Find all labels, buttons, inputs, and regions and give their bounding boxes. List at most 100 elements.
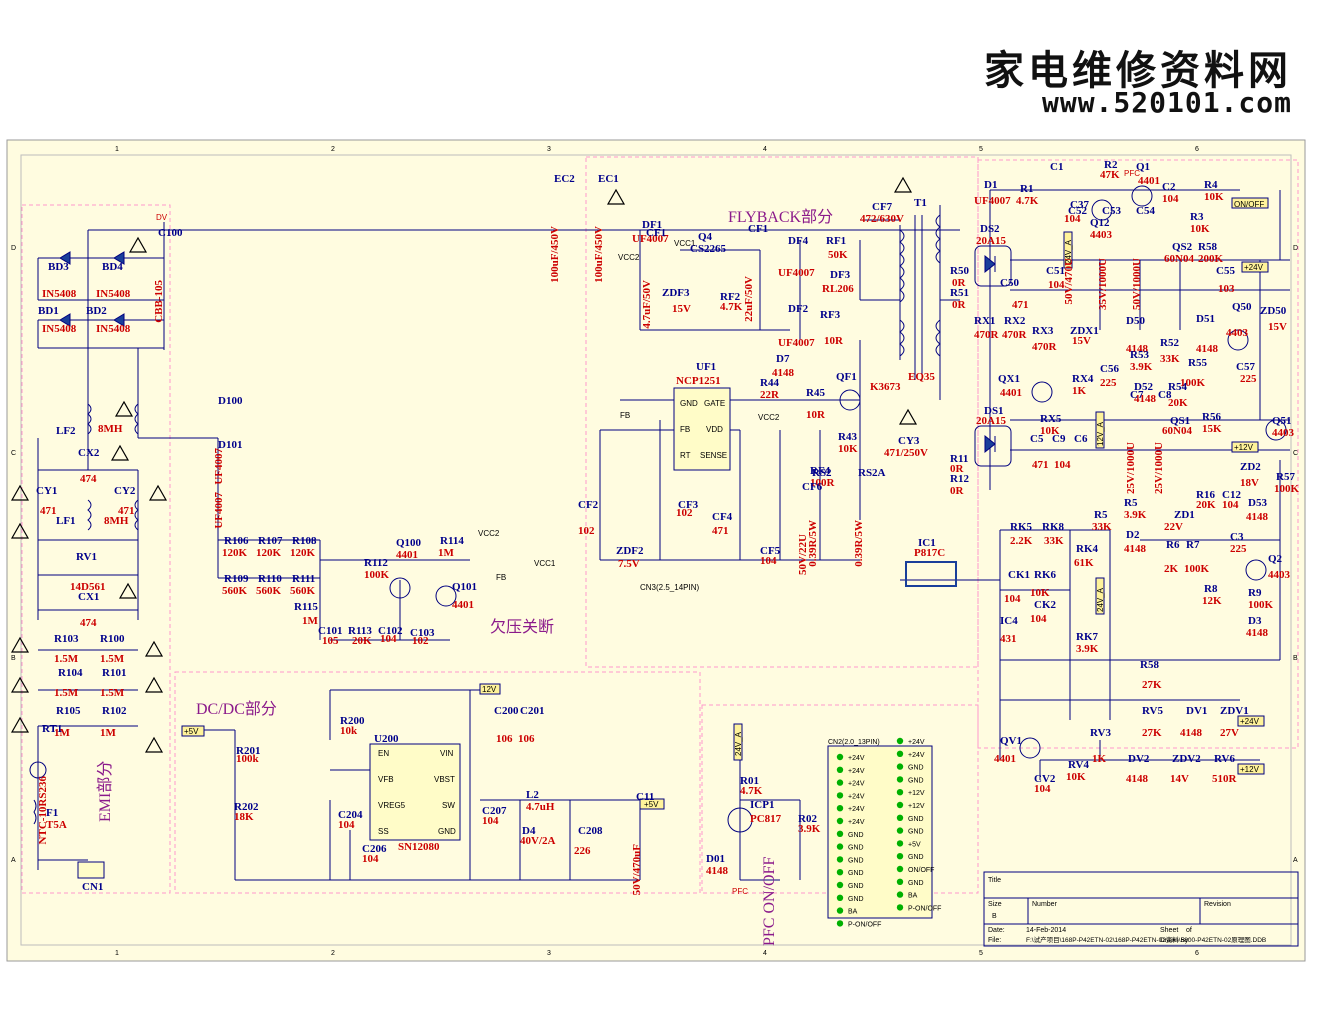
cn2-title: CN2(2.0_13PIN) [828, 739, 880, 746]
part-value: 2.2K [1010, 535, 1033, 547]
part-value: 10k [340, 725, 358, 737]
part-ref: R53 [1130, 349, 1149, 361]
part-value: 4401 [1138, 175, 1160, 187]
part-value: 120K [290, 547, 316, 559]
part-ref: C11 [636, 791, 654, 803]
part-ref: DV1 [1186, 705, 1207, 717]
part-ref: Q1 [1136, 161, 1150, 173]
part-ref: CX2 [78, 447, 100, 459]
row-mark-right: A [1293, 857, 1298, 864]
part-ref: D1 [984, 179, 997, 191]
tb-date-value: 14-Feb-2014 [1026, 927, 1066, 934]
part-r1: R14.7K [1016, 183, 1039, 207]
ncp-pin-gate: GATE [704, 399, 725, 408]
part-value: UF4007 [213, 492, 225, 529]
part-ref: CY1 [36, 485, 57, 497]
part-ref: EC1 [598, 173, 619, 185]
part-ref: EC2 [554, 173, 575, 185]
part-value: 470R [1032, 341, 1058, 353]
part-value: 225 [1240, 373, 1257, 385]
part-value: UF4007 [974, 195, 1011, 207]
part-ref: R8 [1204, 583, 1218, 595]
part-value: 1.5M [54, 687, 79, 699]
cn2-pin-dot [836, 779, 844, 786]
part-ref: R55 [1188, 357, 1207, 369]
cn2-right-pin: GND [908, 765, 924, 772]
cn2-pin-dot [896, 827, 904, 834]
part-value: 2K [1164, 563, 1179, 575]
tb-of-label: of [1186, 927, 1192, 934]
part-value: 100K [1248, 599, 1274, 611]
cn2-left-pin: P-ON/OFF [848, 921, 881, 928]
section-uv: 欠压关断 [490, 618, 554, 636]
part-ref: R101 [102, 667, 126, 679]
part-ref: ZD50 [1260, 305, 1287, 317]
cn2-pin-dot [836, 792, 844, 799]
part-value: 20A15 [976, 415, 1006, 427]
part-ref: ZDF2 [616, 545, 644, 557]
net-vcc1: VCC1 [674, 239, 696, 248]
net-5v-in: +5V [184, 727, 199, 736]
cn2-left-pin: +24V [848, 806, 865, 813]
net-24v: +24V [1244, 263, 1264, 272]
row-mark-right: C [1293, 450, 1298, 457]
part-value: 4148 [1124, 543, 1147, 555]
net-24va-b: 24V_A [1064, 239, 1073, 264]
part-value: 0R [952, 299, 967, 311]
part-cn1: CN1 [82, 881, 103, 893]
part-r6: R6 2K [1164, 539, 1180, 575]
part-cs2265: CS2265 [690, 243, 727, 255]
part-value: 1K [1072, 385, 1087, 397]
part-ref: C55 [1216, 265, 1235, 277]
part-ref: CY3 [898, 435, 920, 447]
ncp-pin-sense: SENSE [700, 451, 727, 460]
part-value: 15V [1072, 335, 1091, 347]
part-ref: RV3 [1090, 727, 1112, 739]
part-value: 12K [1202, 595, 1222, 607]
tb-revision-label: Revision [1204, 901, 1231, 908]
part-value: 10K [1030, 587, 1050, 599]
part-ref: UF1 [696, 361, 716, 373]
emi-zone [21, 204, 171, 894]
title-block: Title Size B Number Revision Date: 14-Fe… [983, 871, 1299, 947]
part-value: 200K [1198, 253, 1224, 265]
part-ref: C9 [1052, 433, 1066, 445]
part-ref: R6 [1166, 539, 1180, 551]
part-value: 1.5M [100, 687, 125, 699]
part-ref: BD2 [86, 305, 107, 317]
part-value: 104 [1004, 593, 1021, 605]
part-value: PC817 [750, 813, 782, 825]
sn-pin-sw: SW [442, 801, 455, 810]
cn2-pin-dot [836, 869, 844, 876]
part-value: NCP1251 [676, 375, 721, 387]
part-value: 1K [1092, 753, 1107, 765]
part-value: UF4007 [213, 448, 225, 485]
part-ref: Q2 [1268, 553, 1283, 565]
part-value: 0.39R/5W [853, 520, 865, 567]
part-ref: C50 [1000, 277, 1019, 289]
part-value: 1M [54, 727, 71, 739]
part-value: 4148 [772, 367, 795, 379]
part-value: 104 [1222, 499, 1239, 511]
part-value: 4148 [1180, 727, 1203, 739]
part-ref: DF1 [642, 219, 662, 231]
part-value: K3673 [870, 381, 901, 393]
part-ref: C7 [1130, 389, 1144, 401]
part-ref: ZDF3 [662, 287, 690, 299]
